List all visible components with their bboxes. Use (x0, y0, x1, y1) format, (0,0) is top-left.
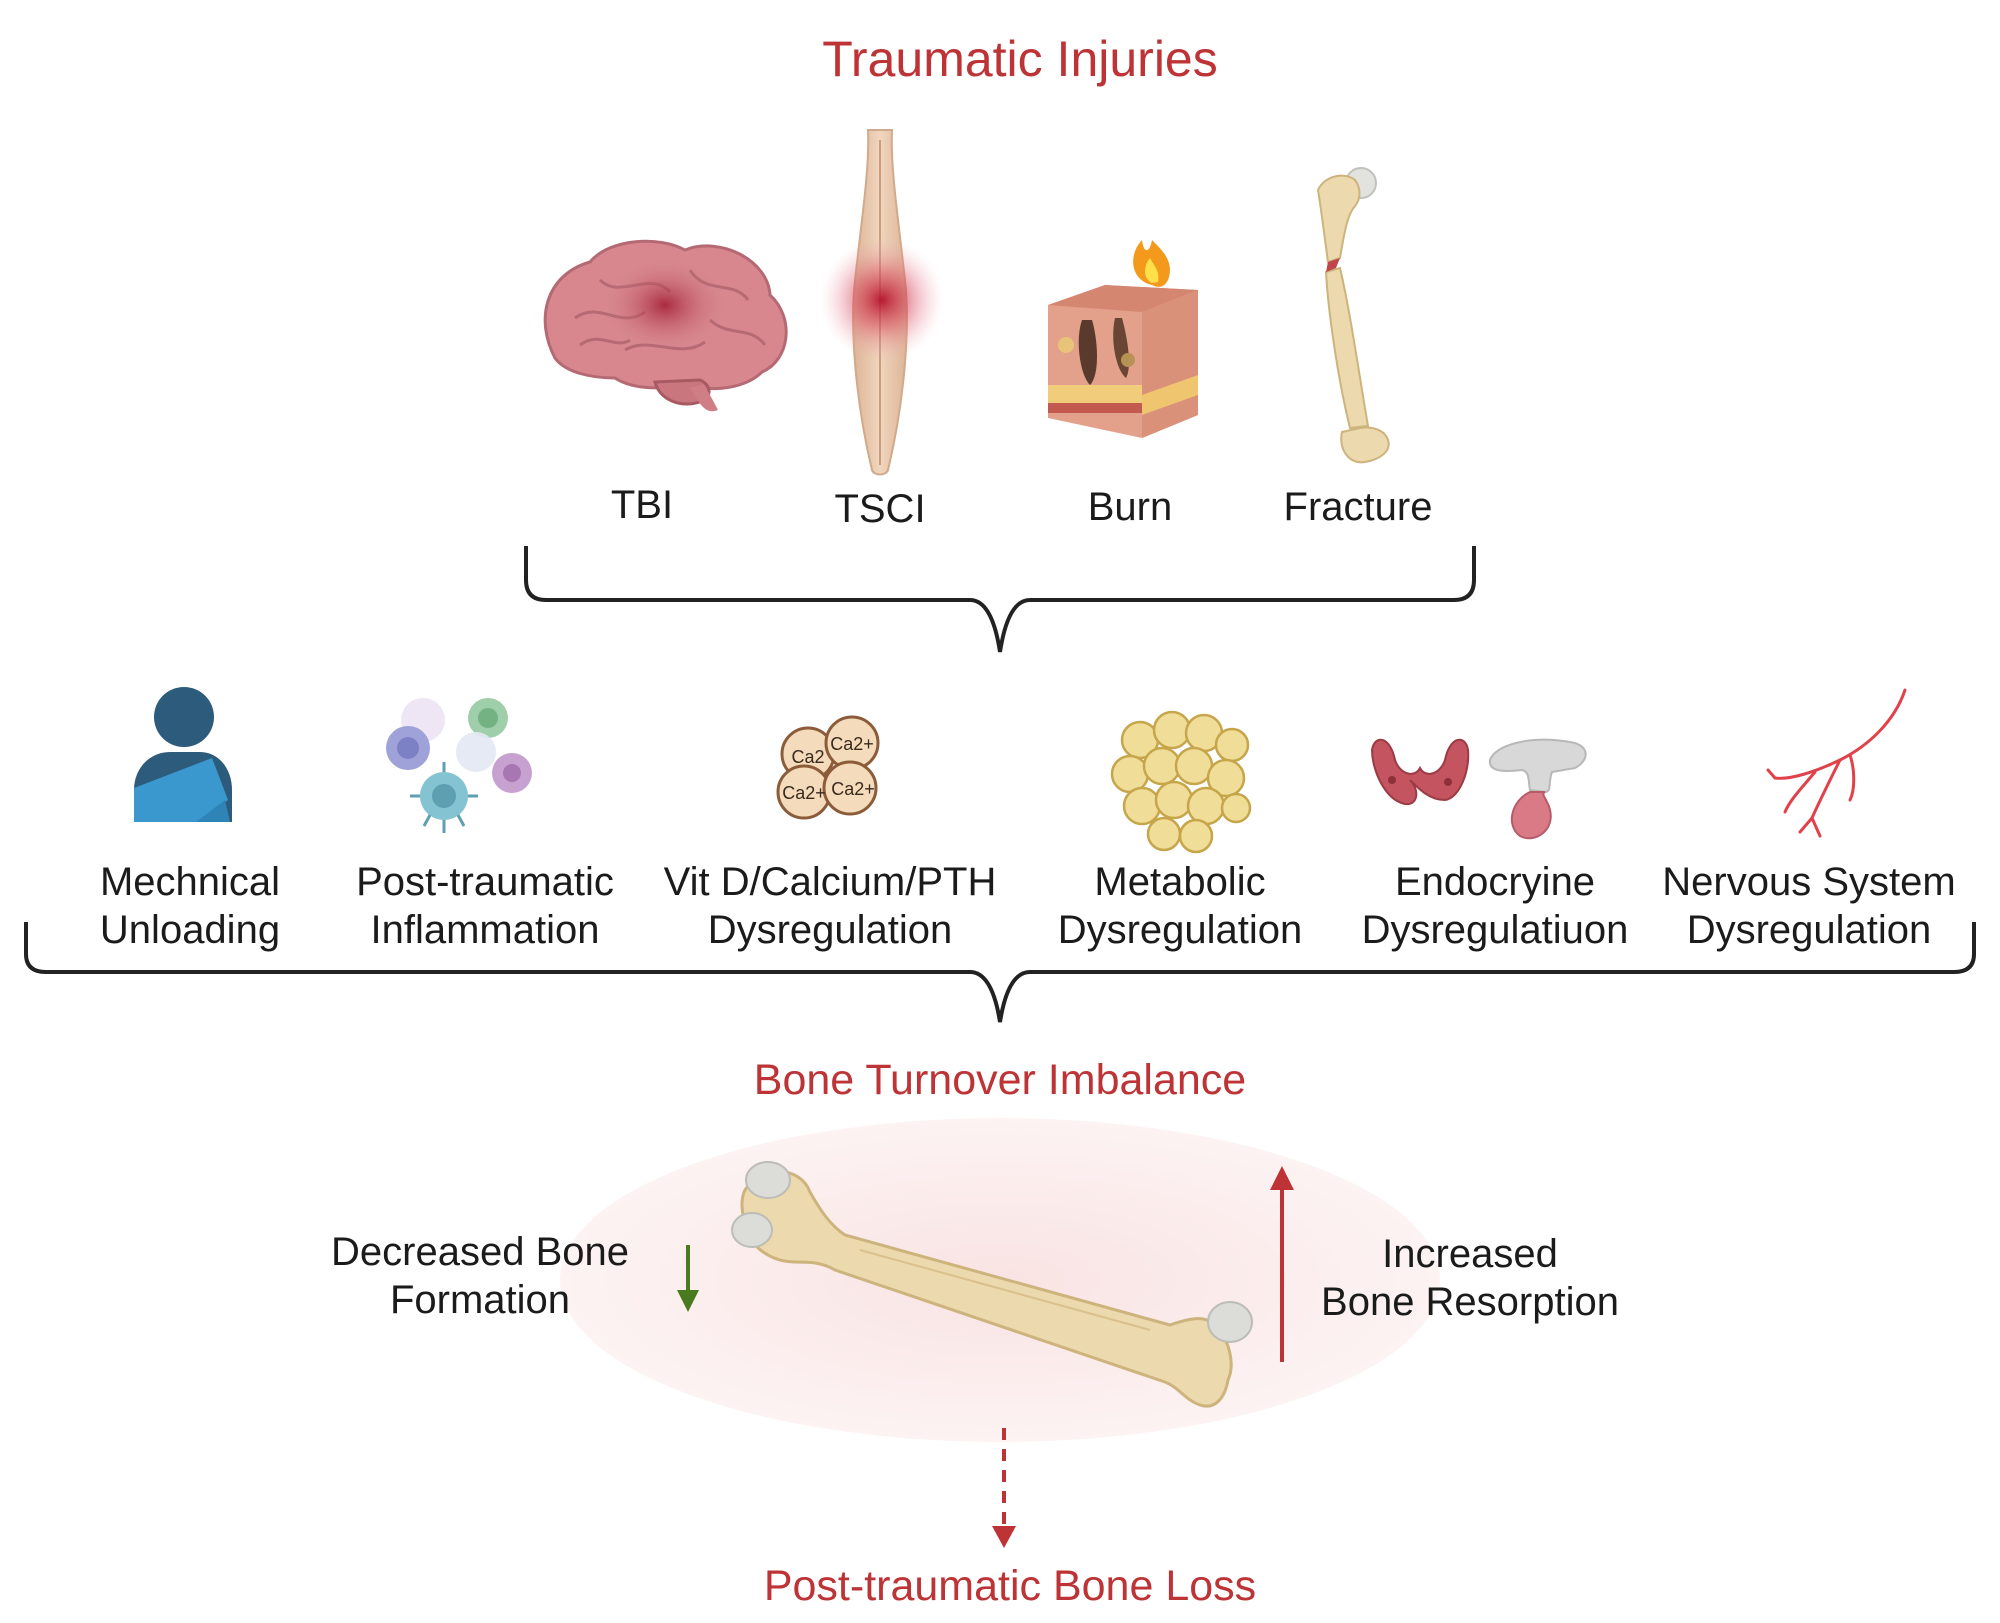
fractured-femur-icon (1316, 167, 1390, 464)
resorption-line2: Bone Resorption (1321, 1280, 1619, 1324)
imbalance-title: Bone Turnover Imbalance (753, 1056, 1247, 1104)
calcium-ion-label: Ca2+ (830, 734, 874, 754)
mechanism-label-endocrine: Endocryine Dysregulatiuon (1340, 858, 1650, 954)
calcium-ions-icon: Ca2 Ca2+ Ca2+ Ca2+ (776, 715, 880, 820)
nerve-icon (1766, 688, 1907, 838)
mechanism-label-line2: Dysregulation (707, 908, 953, 952)
decrease-arrow-icon (677, 1245, 699, 1312)
femur-bone-icon (731, 1161, 1253, 1408)
formation-line2: Formation (389, 1278, 571, 1322)
mechanism-label-line1: Metabolic (1094, 860, 1266, 904)
mechanism-label-line1: Post-traumatic (356, 860, 614, 904)
mechanism-label-inflammation: Post-traumatic Inflammation (330, 858, 640, 954)
mechanism-label-line2: Dysregulation (1686, 908, 1932, 952)
mechanism-label-line2: Dysregulatiuon (1361, 908, 1629, 952)
injury-label-fracture: Fracture (1284, 485, 1433, 529)
immune-cells-icon (386, 698, 532, 833)
calcium-ion-label: Ca2+ (831, 779, 875, 799)
formation-label: Decreased Bone Formation (310, 1228, 650, 1324)
injuries-brace (524, 546, 1476, 653)
adipocytes-icon (1110, 710, 1252, 854)
calcium-ion-label: Ca2+ (782, 783, 826, 803)
mechanism-label-unloading: Mechnical Unloading (40, 858, 340, 954)
burned-skin-icon (1048, 240, 1198, 438)
page-title: Traumatic Injuries (822, 31, 1218, 87)
injury-label-burn: Burn (1088, 485, 1173, 529)
mechanism-label-line1: Mechnical (99, 860, 281, 904)
spinal-cord-icon (820, 129, 944, 476)
mechanism-label-line2: Inflammation (370, 908, 600, 952)
person-arm-sling-icon (134, 687, 232, 822)
mechanism-label-metabolic: Metabolic Dysregulation (1030, 858, 1330, 954)
mechanisms-brace (24, 922, 1976, 1023)
mechanism-label-line1: Nervous System (1662, 860, 1956, 904)
outcome-label: Post-traumatic Bone Loss (763, 1562, 1257, 1610)
injury-label-tsci: TSCI (834, 487, 925, 531)
increase-arrow-icon (1270, 1166, 1294, 1362)
resorption-line1: Increased (1382, 1232, 1558, 1276)
thyroid-pituitary-icon (1370, 738, 1587, 840)
brain-icon (543, 239, 788, 412)
resorption-label: Increased Bone Resorption (1300, 1230, 1640, 1326)
calcium-ion-label: Ca2 (791, 747, 824, 767)
mechanism-label-calcium: Vit D/Calcium/PTH Dysregulation (645, 858, 1015, 954)
injury-label-tbi: TBI (611, 483, 673, 527)
mechanism-label-line1: Vit D/Calcium/PTH (663, 860, 997, 904)
mechanism-label-line2: Dysregulation (1057, 908, 1303, 952)
mechanism-label-nervous: Nervous System Dysregulation (1648, 858, 1970, 954)
formation-line1: Decreased Bone (331, 1230, 629, 1274)
mechanism-label-line1: Endocryine (1394, 860, 1596, 904)
mechanism-label-line2: Unloading (99, 908, 281, 952)
outcome-arrow-icon (992, 1428, 1016, 1548)
